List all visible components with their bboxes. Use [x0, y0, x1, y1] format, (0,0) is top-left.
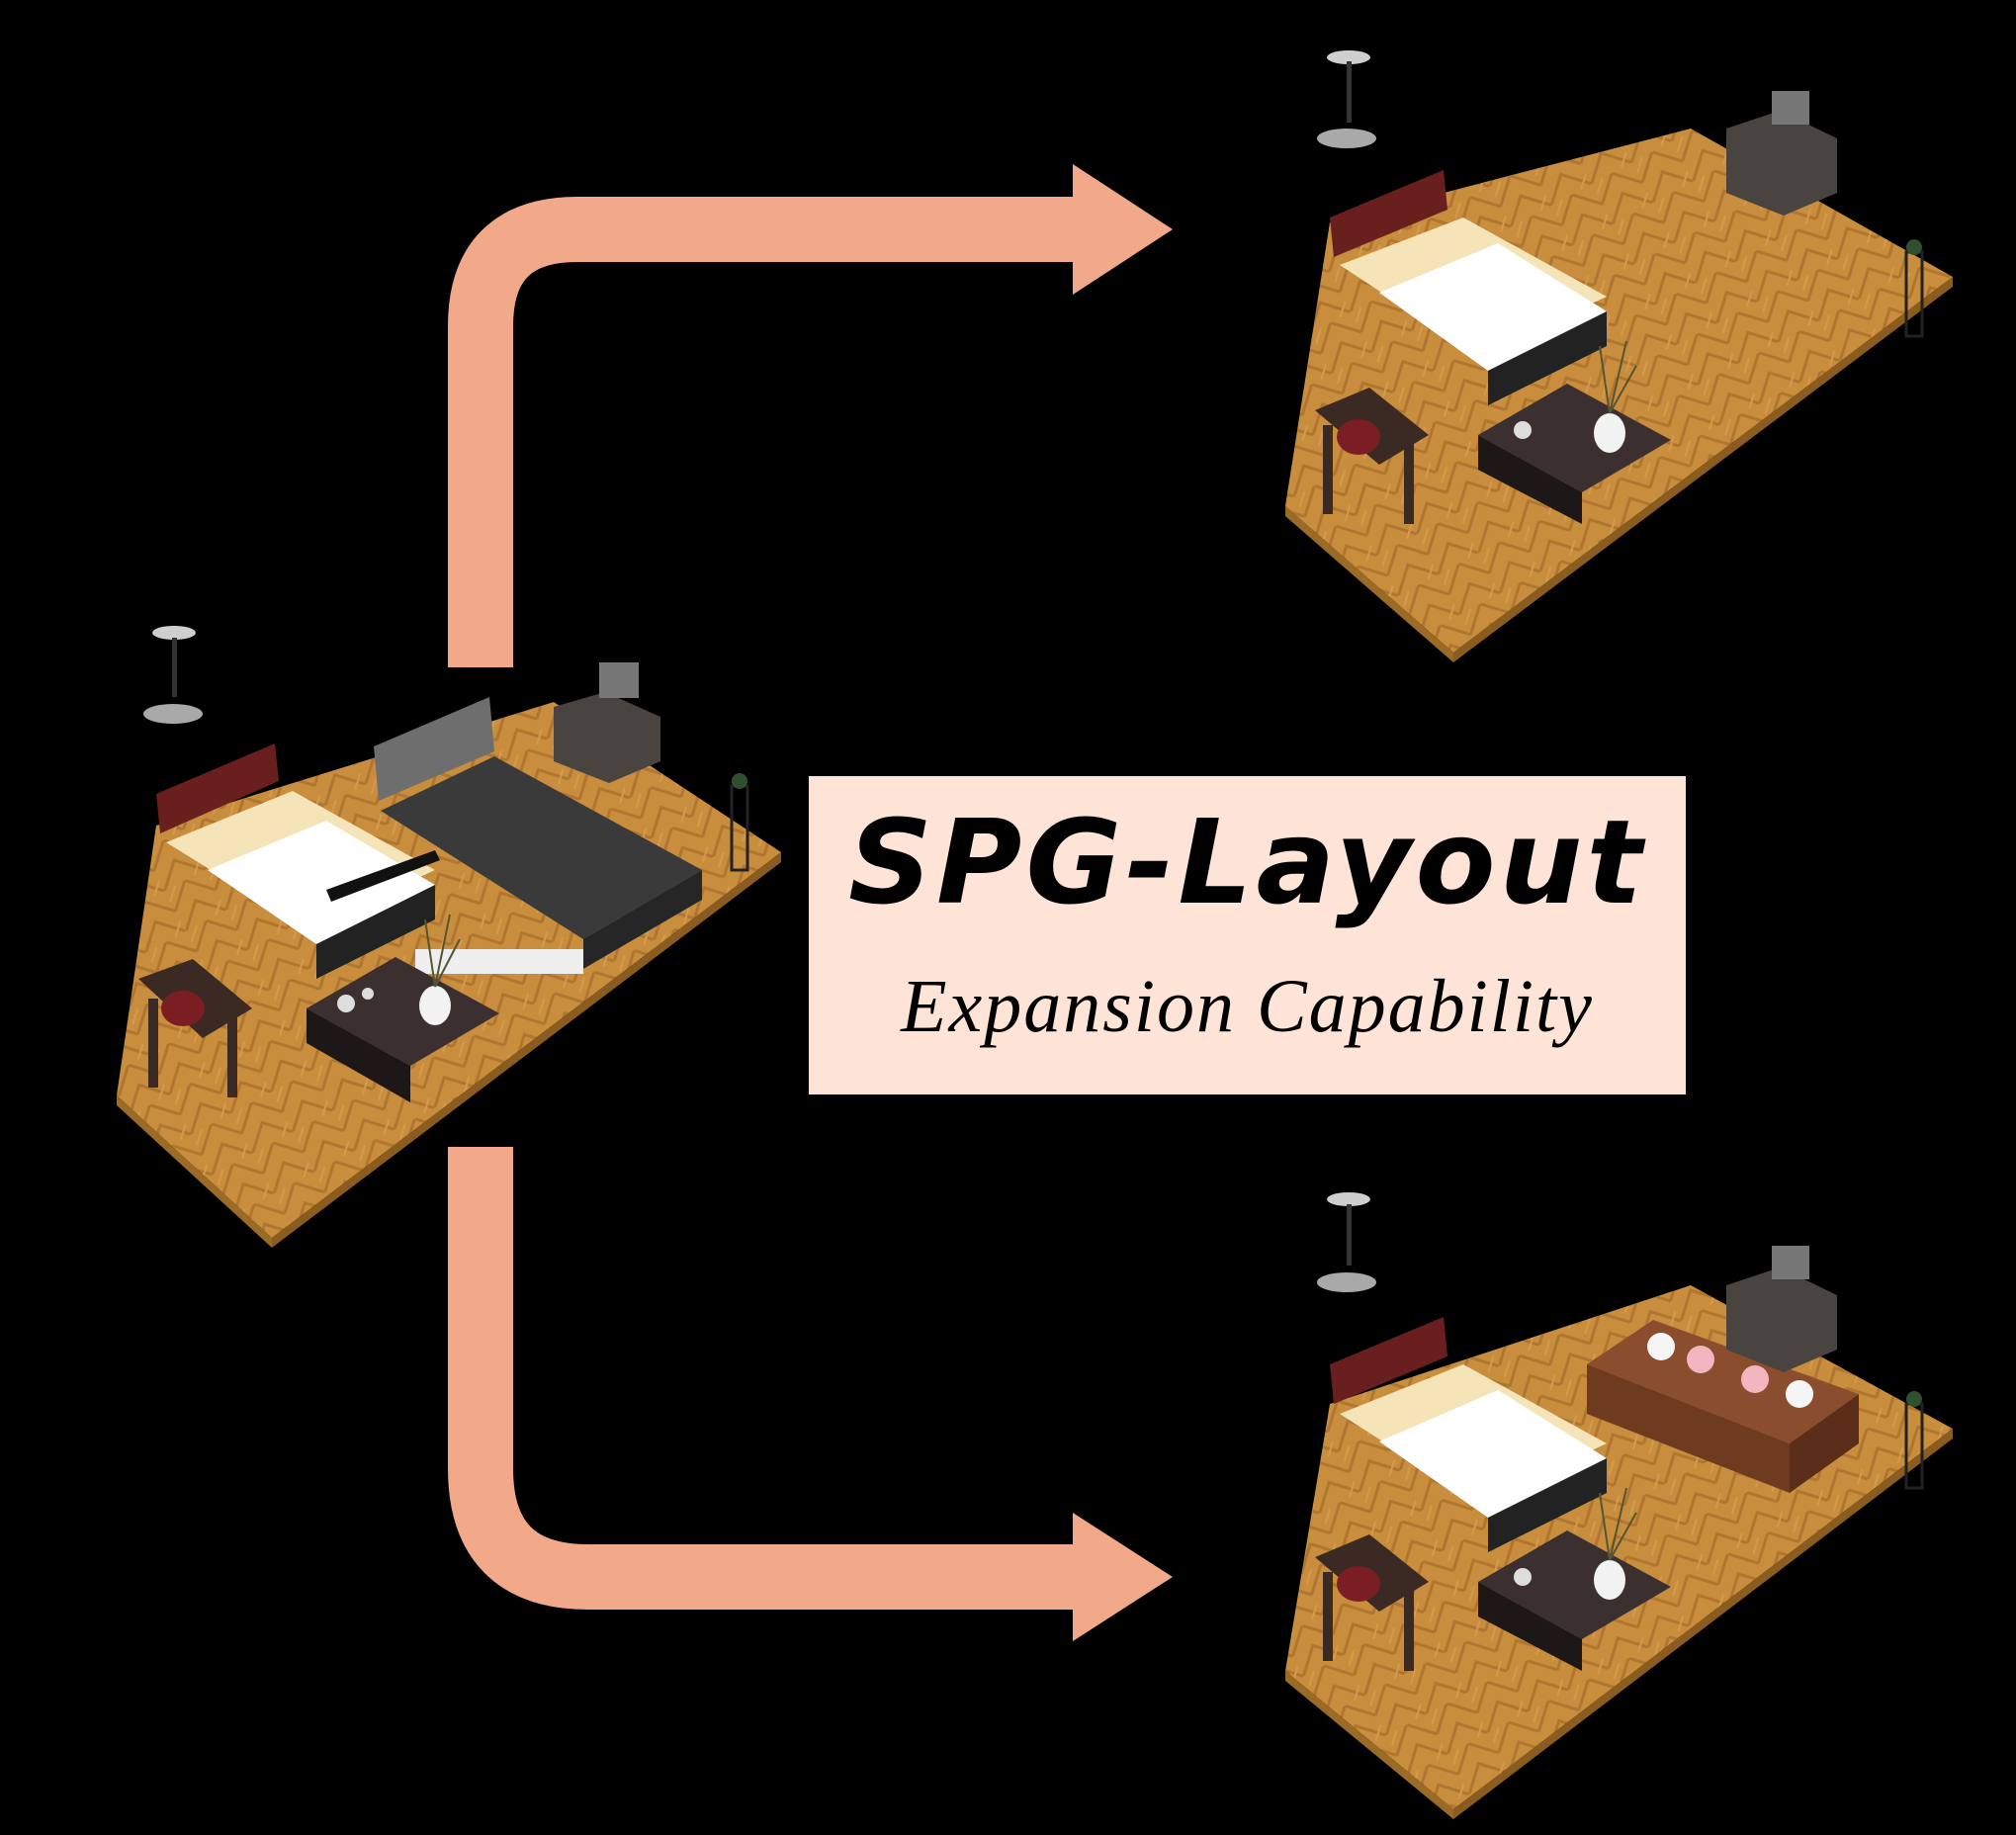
dresser	[1726, 1246, 1837, 1372]
plant-stand	[1904, 239, 1924, 338]
armchair	[1315, 1534, 1429, 1671]
expanded-layout-bottom	[1285, 1192, 1953, 1819]
sofa	[1587, 1320, 1859, 1493]
arrow-to-bottom	[448, 1147, 1173, 1641]
arrow-to-top	[448, 164, 1173, 667]
dresser	[554, 662, 660, 783]
vase	[419, 914, 461, 1025]
plant-stand	[1904, 1391, 1924, 1490]
single-bed	[1330, 170, 1607, 405]
single-bed	[1330, 1317, 1607, 1552]
title-box: SPG-Layout Expansion Capability	[809, 776, 1686, 1094]
floor-lamp	[1317, 50, 1376, 148]
double-bed	[374, 697, 702, 974]
plant-stand	[730, 773, 749, 872]
coffee-table	[1478, 384, 1671, 524]
vase	[1594, 340, 1637, 453]
dresser	[1726, 91, 1837, 216]
coffee-table	[307, 957, 499, 1102]
coffee-table	[1478, 1530, 1671, 1671]
subtitle: Expansion Capability	[901, 965, 1594, 1048]
armchair	[138, 959, 252, 1097]
expanded-layout-top	[1285, 50, 1953, 662]
armchair	[1315, 388, 1429, 524]
source-layout	[117, 626, 781, 1248]
single-bed	[156, 743, 440, 979]
floor-lamp	[143, 626, 203, 724]
vase	[1594, 1487, 1637, 1600]
title: SPG-Layout	[848, 794, 1646, 930]
floor-lamp	[1317, 1192, 1376, 1292]
